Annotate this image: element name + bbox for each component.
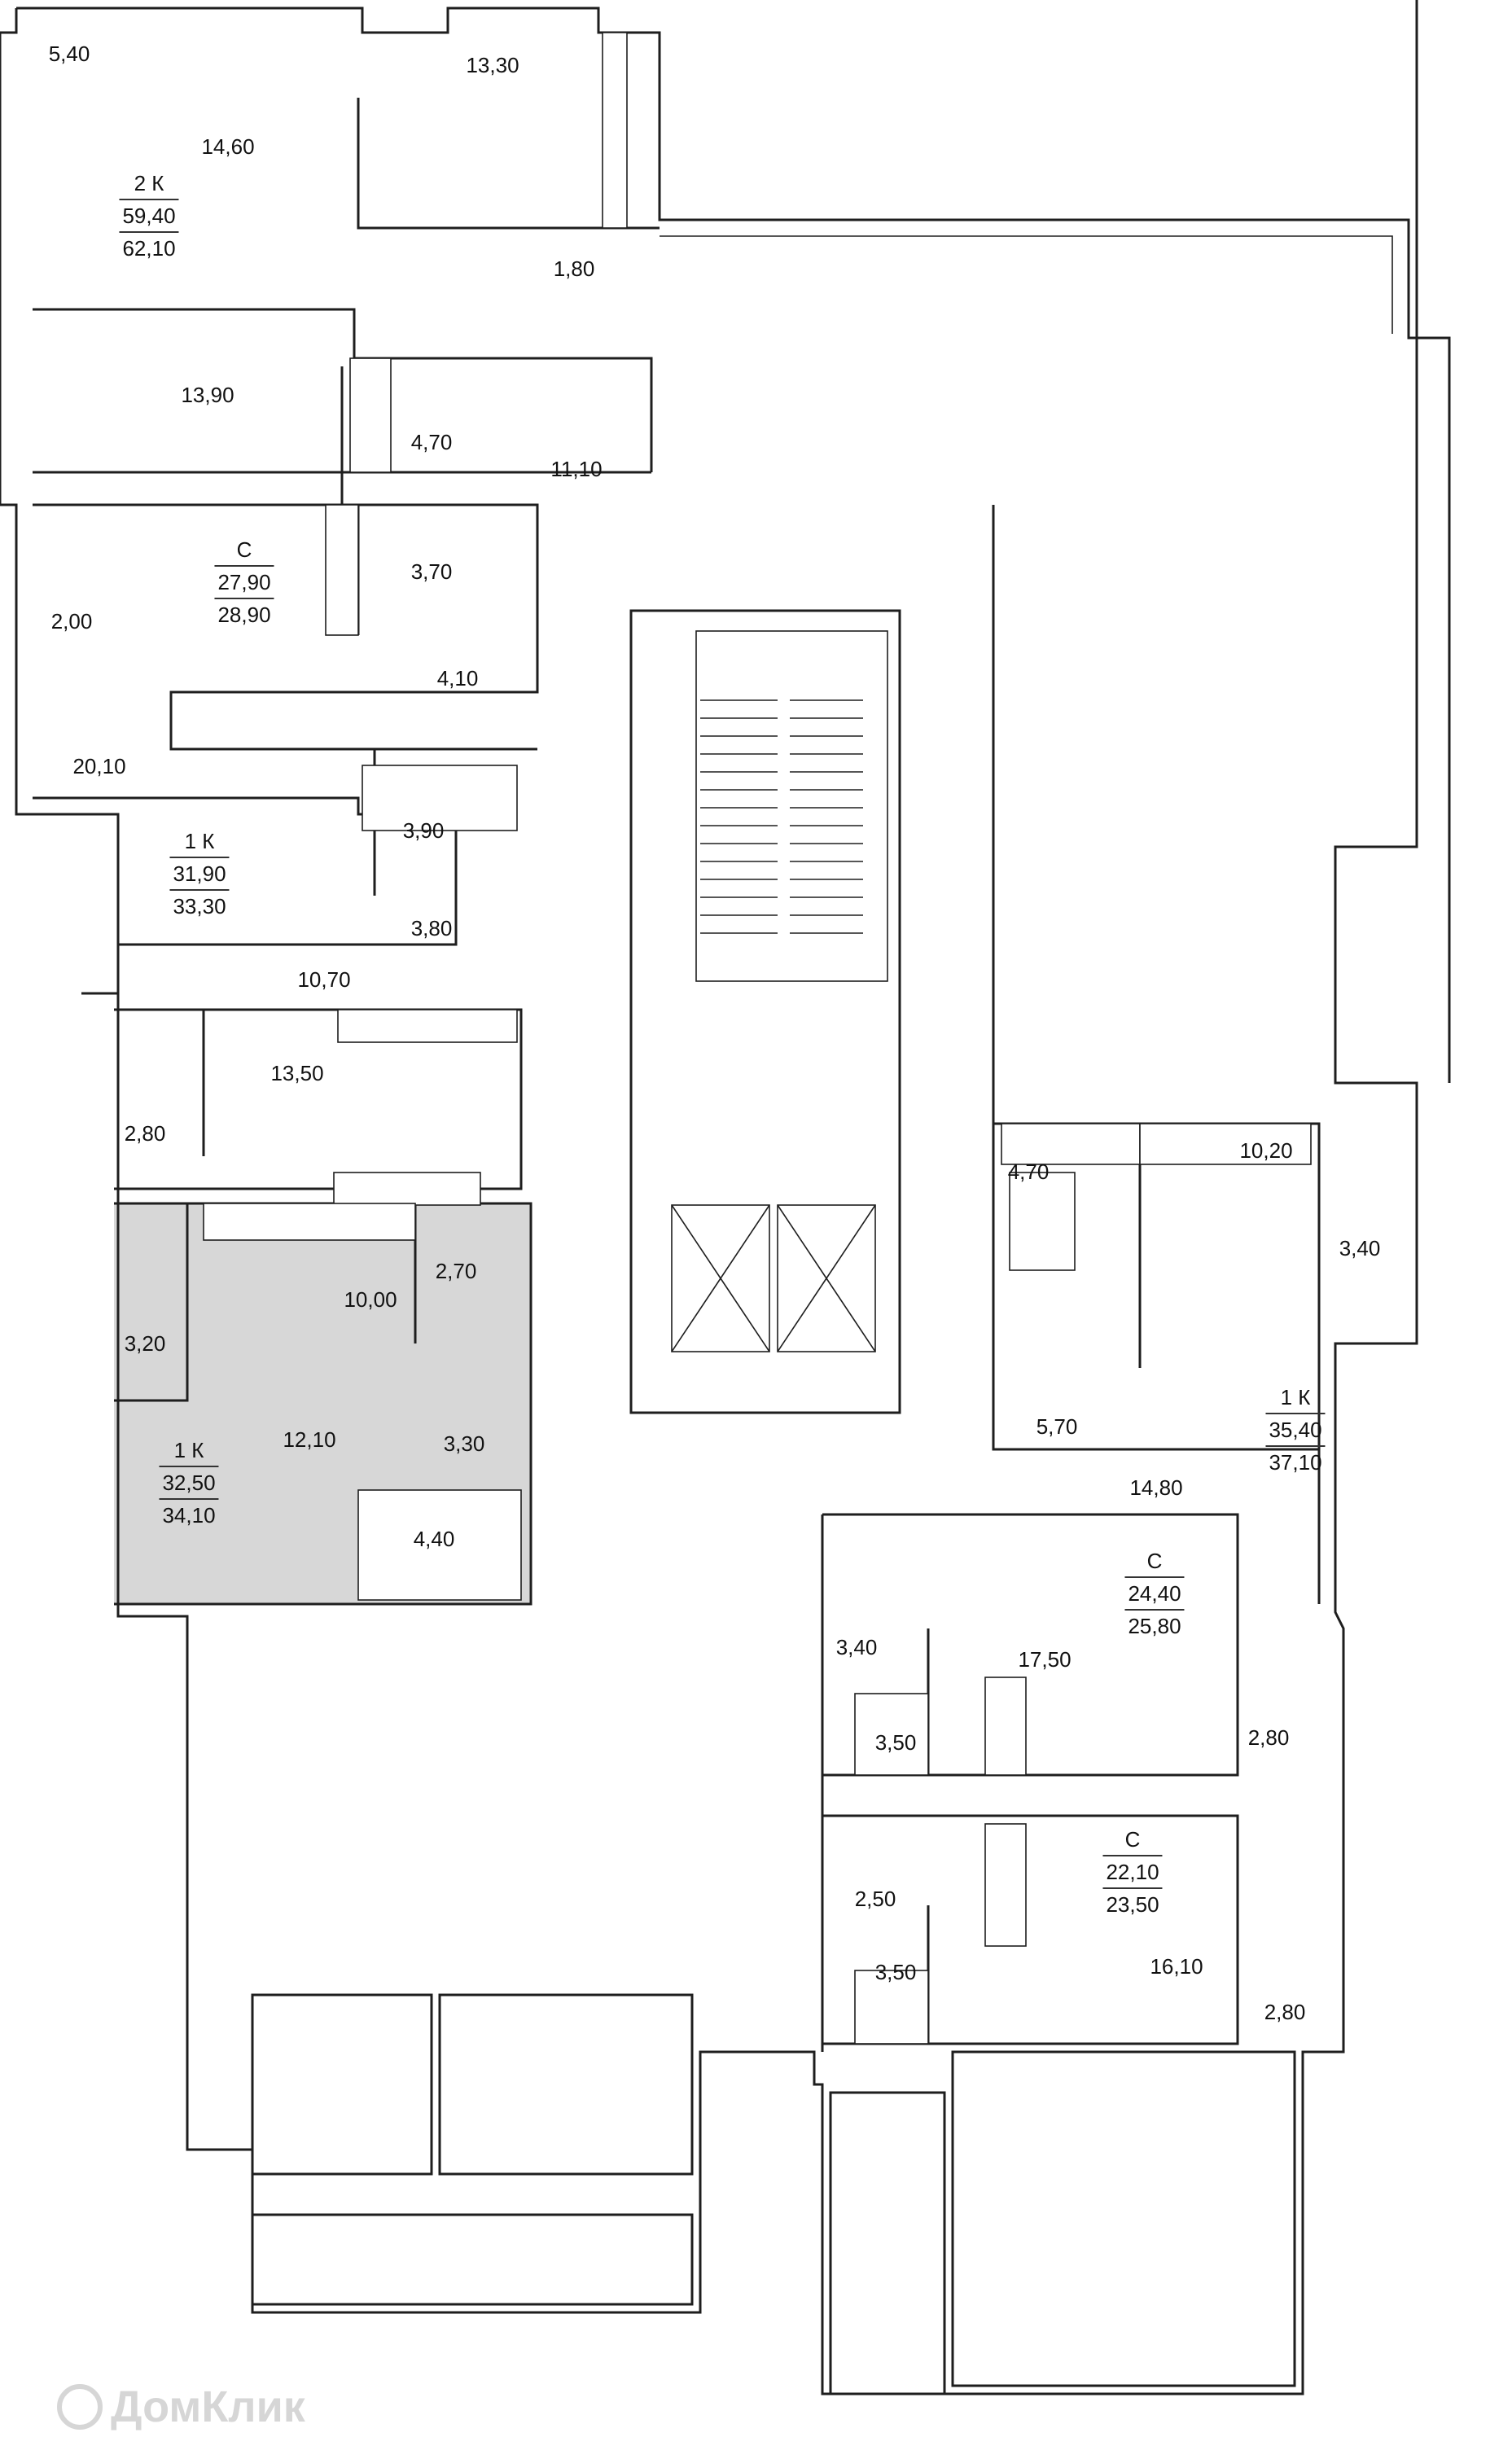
room-area-label: 5,70 <box>1036 1414 1078 1439</box>
room-area-label: 14,80 <box>1129 1475 1183 1500</box>
apartment-type: 1 К <box>1280 1385 1311 1409</box>
room-area-label: 3,20 <box>124 1331 166 1356</box>
apartment-type: 1 К <box>184 829 215 853</box>
apartment-living-area: 24,40 <box>1124 1576 1185 1611</box>
room-area-label: 10,70 <box>297 967 351 992</box>
apartment-total-area: 37,10 <box>1269 1450 1322 1475</box>
apartment-type: 2 К <box>134 171 164 195</box>
room-area-label: 3,30 <box>443 1431 485 1456</box>
room-area-label: 3,40 <box>835 1635 878 1659</box>
room-area-label: 3,50 <box>874 1730 917 1755</box>
room-area-label: 3,70 <box>410 559 453 584</box>
apartment-type: С <box>1124 1827 1141 1852</box>
apartment-summary[interactable]: С 22,10 23,50 <box>1102 1824 1163 1920</box>
fixture-block <box>854 1970 929 2045</box>
room-area-label: 2,50 <box>854 1887 896 1911</box>
fixture-block <box>984 1823 1027 1947</box>
apartment-total-area: 23,50 <box>1106 1892 1159 1917</box>
fixture-block <box>854 1693 929 1776</box>
fixture-block <box>349 357 392 473</box>
room-area-label: 2,80 <box>1247 1725 1290 1750</box>
storage-cells <box>251 1993 1296 2395</box>
room-area-label: 13,30 <box>466 53 519 77</box>
apartment-summary[interactable]: С 24,40 25,80 <box>1124 1545 1185 1642</box>
apartment-total-area: 28,90 <box>217 603 271 627</box>
room-area-label: 4,40 <box>413 1527 455 1551</box>
room-area-label: 3,90 <box>402 818 445 843</box>
room-area-label: 2,80 <box>124 1121 166 1146</box>
room-area-label: 4,70 <box>1007 1159 1050 1184</box>
apartment-type: 1 К <box>173 1438 204 1462</box>
watermark-text: ДомКлик <box>111 2382 305 2431</box>
room-area-label: 3,50 <box>874 1960 917 1984</box>
right-walls <box>821 505 1321 2052</box>
outer-walls <box>0 0 1451 2395</box>
apartment-total-area: 62,10 <box>122 236 176 261</box>
fixture-block <box>1001 1123 1141 1165</box>
apartment-summary[interactable]: 1 К 31,90 33,30 <box>169 826 230 922</box>
domclick-logo-icon <box>57 2384 103 2430</box>
apartment-total-area: 33,30 <box>173 894 226 918</box>
room-area-label: 2,70 <box>435 1259 477 1283</box>
apartment-living-area: 22,10 <box>1102 1855 1163 1889</box>
fixture-block <box>203 1203 416 1241</box>
fixture-block <box>362 765 518 831</box>
room-area-label: 11,10 <box>550 457 603 481</box>
room-area-label: 5,40 <box>48 42 90 66</box>
apartment-living-area: 35,40 <box>1265 1413 1326 1447</box>
room-area-label: 4,70 <box>410 430 453 454</box>
room-area-label: 13,90 <box>181 383 234 407</box>
room-area-label: 13,50 <box>270 1061 324 1085</box>
watermark: ДомКлик <box>57 2382 305 2432</box>
fixtures <box>203 32 1312 2045</box>
room-area-label: 1,80 <box>553 256 595 281</box>
apartment-summary[interactable]: С 27,90 28,90 <box>214 534 274 630</box>
room-area-label: 3,40 <box>1339 1236 1381 1260</box>
apartment-living-area: 31,90 <box>169 857 230 891</box>
apartment-living-area: 27,90 <box>214 565 274 599</box>
apartment-summary-highlighted[interactable]: 1 К 32,50 34,10 <box>159 1435 219 1531</box>
fixture-block <box>337 1009 518 1043</box>
room-area-label: 17,50 <box>1018 1647 1072 1672</box>
apartment-summary[interactable]: 1 К 35,40 37,10 <box>1265 1382 1326 1478</box>
fixture-block <box>1139 1123 1312 1165</box>
fixture-block <box>602 32 628 229</box>
apartment-total-area: 34,10 <box>162 1503 216 1528</box>
apartment-living-area: 59,40 <box>119 199 179 233</box>
fixture-block <box>333 1172 481 1206</box>
room-area-label: 20,10 <box>72 754 126 778</box>
fixture-block <box>325 504 359 636</box>
fixture-block <box>984 1677 1027 1776</box>
apartment-summary[interactable]: 2 К 59,40 62,10 <box>119 168 179 264</box>
apartment-total-area: 25,80 <box>1128 1614 1181 1638</box>
room-area-label: 10,20 <box>1239 1138 1293 1163</box>
room-area-label: 12,10 <box>283 1427 336 1452</box>
room-area-label: 2,80 <box>1264 2000 1306 2024</box>
room-area-label: 16,10 <box>1150 1954 1203 1979</box>
room-area-label: 3,80 <box>410 916 453 940</box>
building-core <box>629 609 901 1414</box>
room-area-label: 10,00 <box>344 1287 397 1312</box>
room-area-label: 2,00 <box>50 609 93 633</box>
apartment-type: С <box>236 537 252 562</box>
room-area-label: 14,60 <box>201 134 255 159</box>
room-area-label: 4,10 <box>436 666 479 690</box>
apartment-type: С <box>1146 1549 1163 1573</box>
apartment-living-area: 32,50 <box>159 1466 219 1500</box>
fixture-block <box>1009 1172 1076 1271</box>
fixture-block <box>357 1489 522 1601</box>
